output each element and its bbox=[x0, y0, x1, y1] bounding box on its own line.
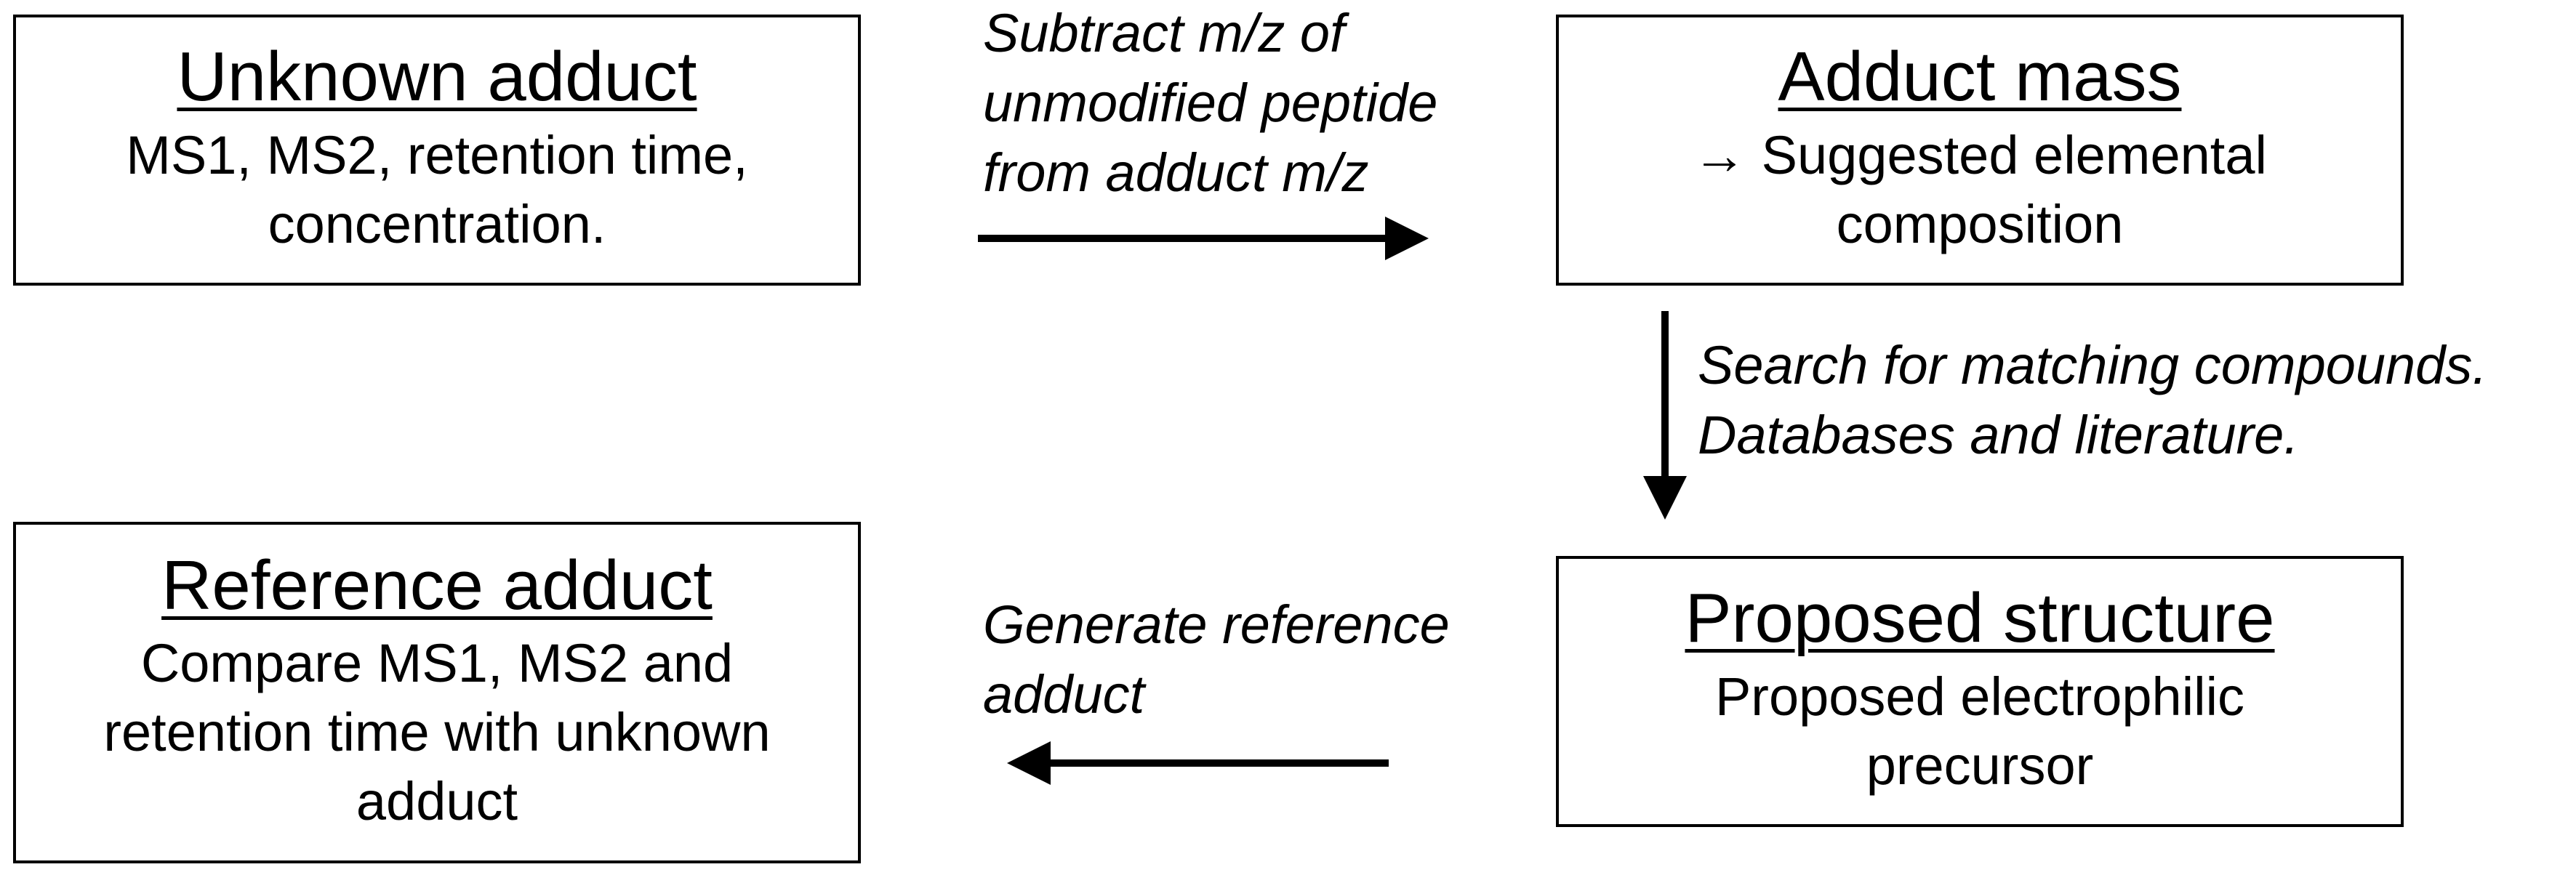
adduct-mass-line: composition bbox=[1836, 193, 2124, 254]
proposed-structure-line: precursor bbox=[1866, 735, 2094, 796]
arrow-right-icon: → bbox=[1693, 125, 1747, 186]
unknown-adduct-box: Unknown adduct MS1, MS2, retention time,… bbox=[13, 15, 861, 286]
proposed-structure-line: Proposed electrophilic bbox=[1714, 666, 2245, 727]
unknown-adduct-title: Unknown adduct bbox=[177, 38, 697, 116]
unknown-adduct-body: MS1, MS2, retention time, concentration. bbox=[126, 121, 747, 259]
step-generate-label: Generate reference adduct bbox=[983, 594, 1450, 725]
reference-adduct-line: adduct bbox=[356, 770, 518, 831]
proposed-structure-box: Proposed structure Proposed electrophili… bbox=[1556, 556, 2404, 827]
adduct-mass-line: → Suggested elemental bbox=[1693, 125, 2267, 186]
proposed-structure-title: Proposed structure bbox=[1685, 579, 2275, 658]
unknown-adduct-line: concentration. bbox=[268, 193, 606, 254]
reference-adduct-line: Compare MS1, MS2 and bbox=[140, 633, 734, 694]
reference-adduct-body: Compare MS1, MS2 and retention time with… bbox=[103, 629, 770, 836]
adduct-mass-body: → Suggested elemental composition bbox=[1693, 121, 2267, 259]
step-search-label: Search for matching compounds. Databases… bbox=[1698, 335, 2487, 466]
reference-adduct-title: Reference adduct bbox=[161, 546, 713, 624]
adduct-mass-box: Adduct mass → Suggested elemental compos… bbox=[1556, 15, 2404, 286]
step-subtract-label: Subtract m/z of unmodified peptide from … bbox=[983, 3, 1438, 203]
proposed-structure-body: Proposed electrophilic precursor bbox=[1715, 663, 2244, 800]
reference-adduct-box: Reference adduct Compare MS1, MS2 and re… bbox=[13, 522, 861, 863]
adduct-mass-title: Adduct mass bbox=[1778, 38, 2182, 116]
unknown-adduct-line: MS1, MS2, retention time, bbox=[126, 125, 748, 186]
reference-adduct-line: retention time with unknown bbox=[103, 702, 771, 763]
